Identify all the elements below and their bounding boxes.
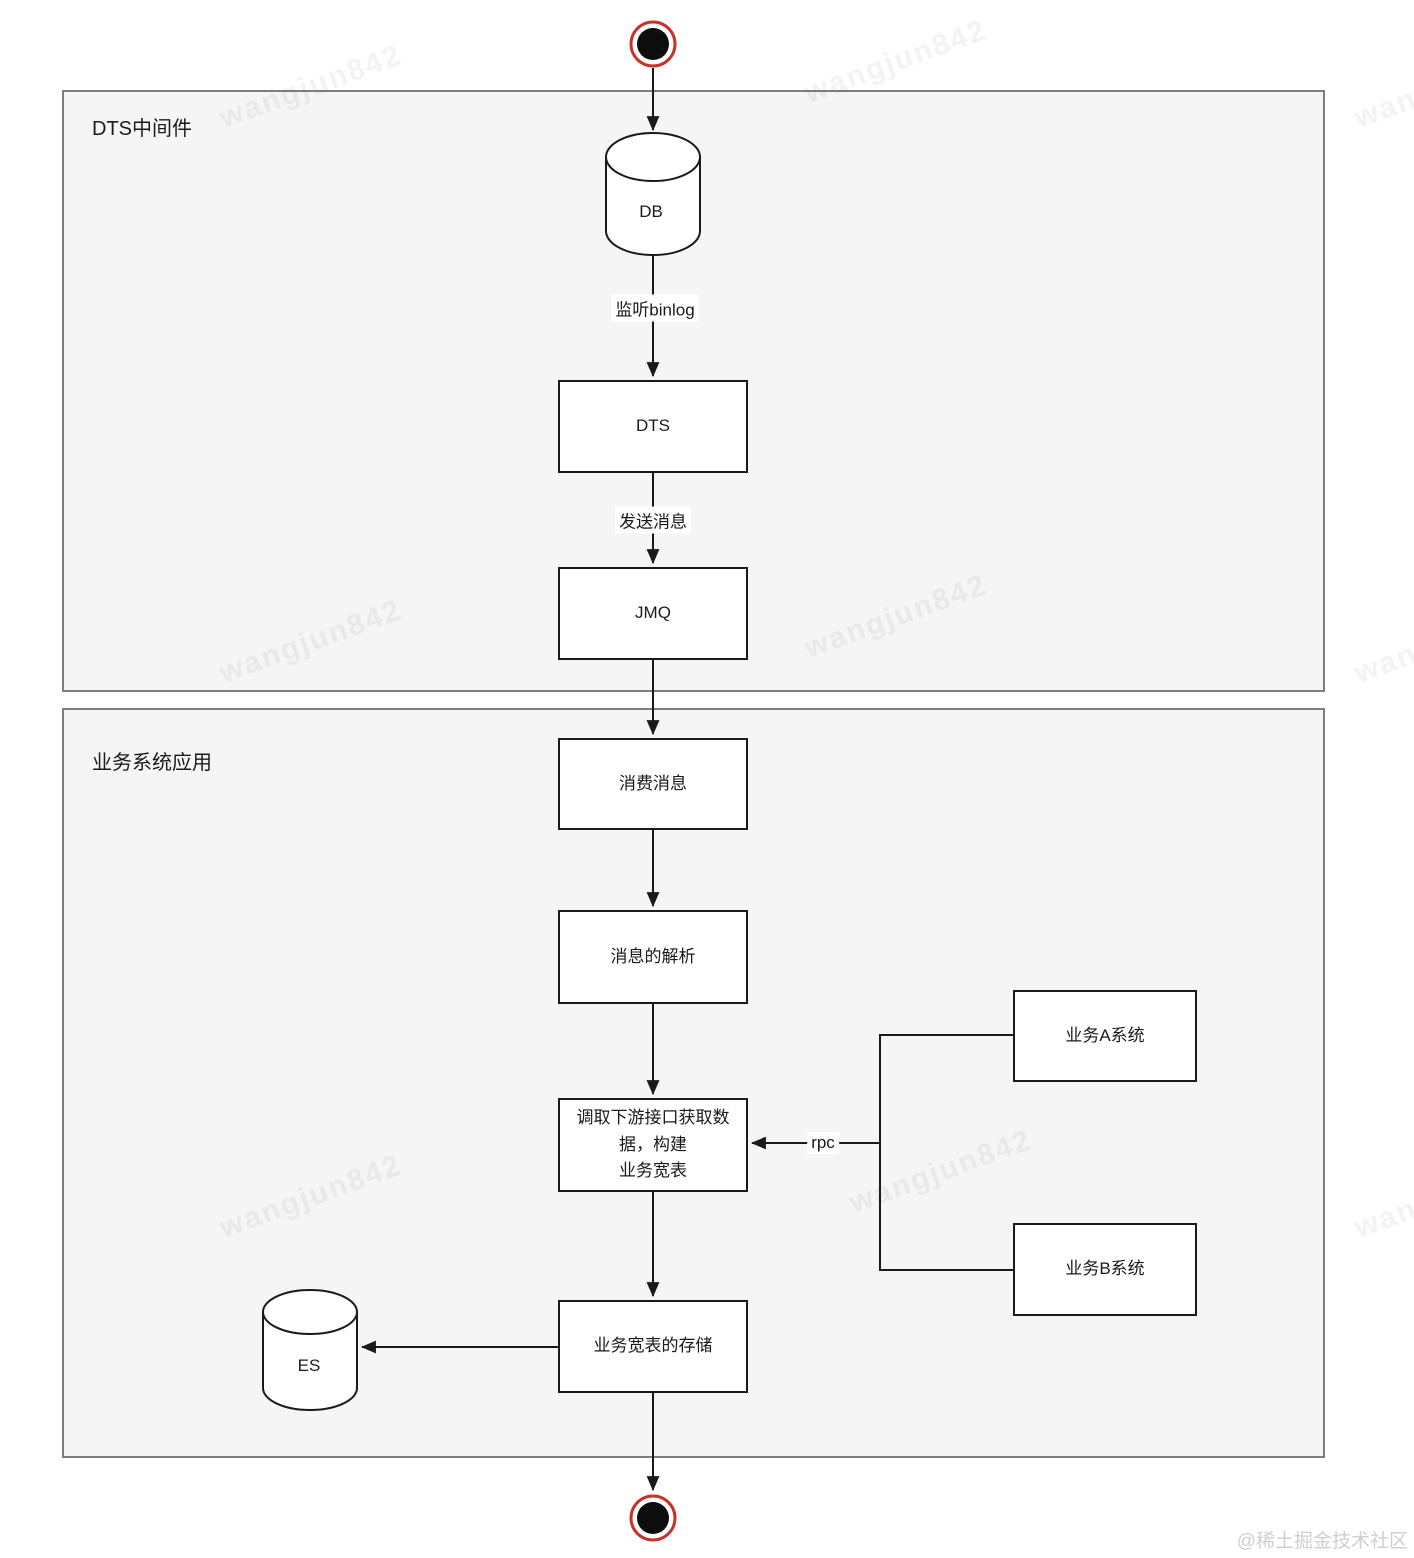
edge-label-rpc: rpc — [807, 1132, 839, 1154]
start-node — [629, 20, 677, 68]
edge-label-send: 发送消息 — [615, 506, 691, 534]
es-cylinder — [262, 1289, 358, 1411]
container-label: 业务系统应用 — [92, 752, 212, 774]
db-label: DB — [639, 202, 663, 221]
node-fetch-line: 据，构建 — [619, 1134, 687, 1154]
node-fetch-line: 业务宽表 — [619, 1161, 687, 1181]
edge-label-binlog: 监听binlog — [611, 294, 699, 322]
es-label: ES — [297, 1356, 321, 1375]
node-parse-message: 消息的解析 — [558, 910, 748, 1004]
end-node — [629, 1494, 677, 1542]
connector-sys-ab — [879, 1034, 1013, 1271]
node-fetch-downstream: 调取下游接口获取数 据，构建 业务宽表 — [558, 1098, 748, 1192]
node-jmq: JMQ — [558, 567, 748, 660]
container-label: DTS中间件 — [92, 118, 192, 140]
node-business-system-b: 业务B系统 — [1013, 1223, 1197, 1316]
node-dts: DTS — [558, 380, 748, 473]
node-fetch-line: 调取下游接口获取数 — [576, 1108, 730, 1128]
node-consume-message: 消费消息 — [558, 738, 748, 830]
node-business-system-a: 业务A系统 — [1013, 990, 1197, 1082]
credit-text: @稀土掘金技术社区 — [1236, 1531, 1408, 1552]
db-cylinder — [605, 132, 701, 256]
node-store-wide-table: 业务宽表的存储 — [558, 1300, 748, 1393]
